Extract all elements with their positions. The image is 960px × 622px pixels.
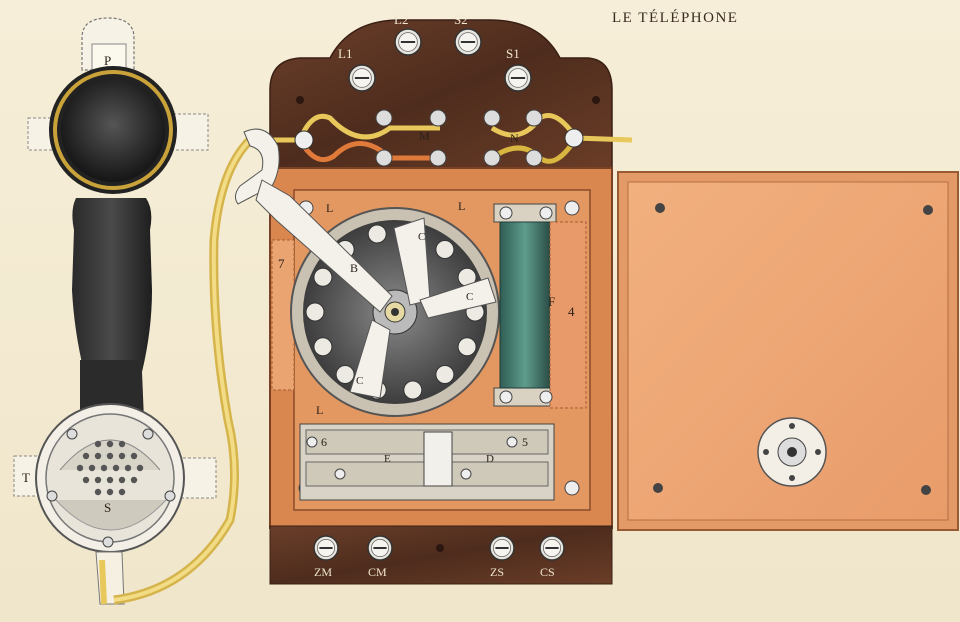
hook-bottom xyxy=(349,319,391,399)
label-5: 5 xyxy=(522,435,528,449)
label-f: F xyxy=(548,294,555,309)
label-n: N xyxy=(510,131,519,145)
label-7: 7 xyxy=(278,256,285,271)
hook-right xyxy=(419,277,497,319)
terminal-label: ZS xyxy=(490,565,504,579)
label-e: E xyxy=(384,453,391,465)
label-t: T xyxy=(22,470,30,485)
label-l-right: L xyxy=(458,199,465,213)
label-c1: C xyxy=(418,231,425,243)
label-l-bottom: L xyxy=(316,403,323,417)
label-c3: C xyxy=(356,375,363,387)
induction-coil xyxy=(499,221,551,389)
terminal-label: CM xyxy=(368,565,387,579)
plate-title: LE TÉLÉPHONE xyxy=(612,10,739,26)
label-m: M xyxy=(419,129,430,143)
handset: P T S xyxy=(13,17,217,605)
label-l-left: L xyxy=(326,201,333,215)
top-board xyxy=(269,19,613,169)
label-p: P xyxy=(104,53,111,68)
label-4: 4 xyxy=(568,304,575,319)
label-6: 6 xyxy=(321,435,327,449)
hook-lever xyxy=(255,179,393,313)
label-b: B xyxy=(350,261,358,275)
terminal-label: S2 xyxy=(454,12,468,27)
terminal-label: ZM xyxy=(314,565,332,579)
label-d: D xyxy=(486,453,494,465)
terminal-label: L1 xyxy=(338,46,352,61)
label-s: S xyxy=(104,500,111,515)
terminal-label: CS xyxy=(540,565,555,579)
terminal-label: L2 xyxy=(394,12,408,27)
label-c2: C xyxy=(466,291,473,303)
terminal-label: S1 xyxy=(506,46,520,61)
